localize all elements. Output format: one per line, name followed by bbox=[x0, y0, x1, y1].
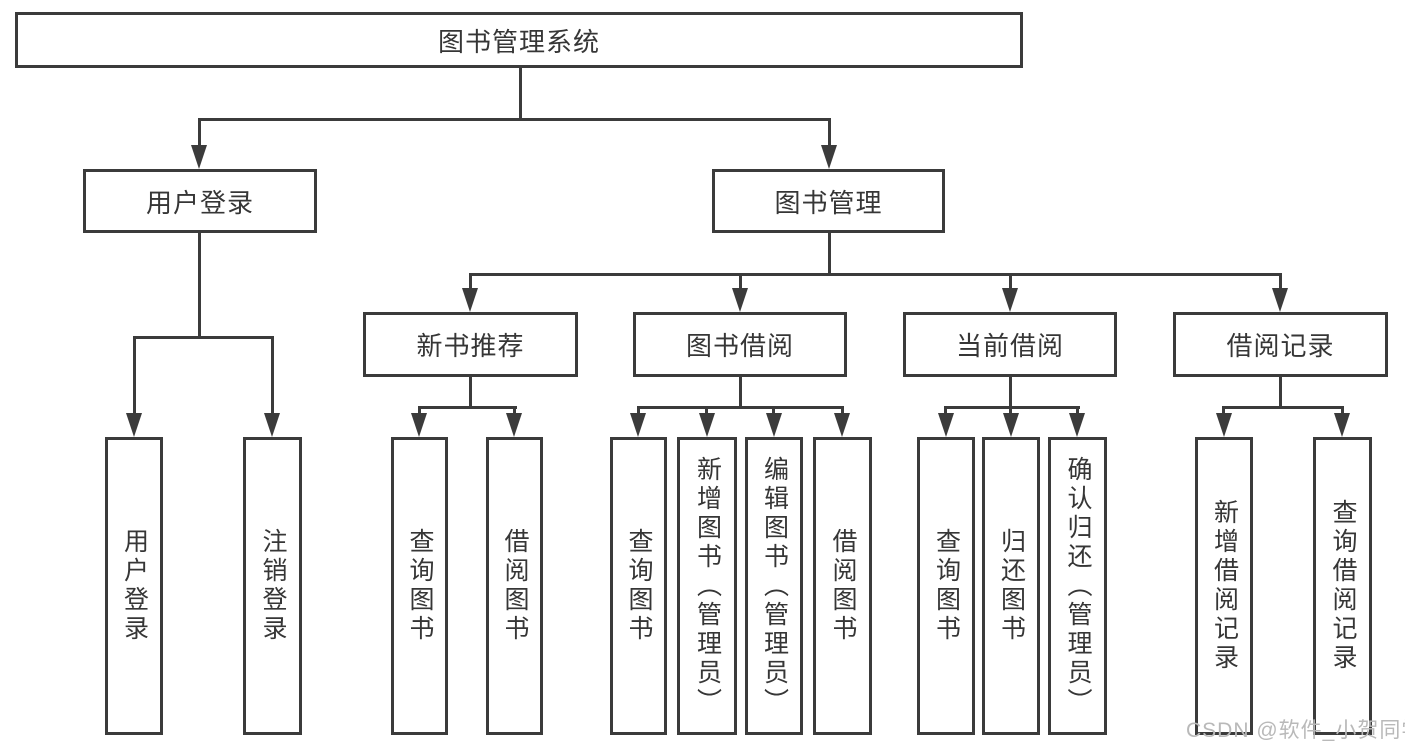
connector-line bbox=[513, 406, 516, 416]
connector-line bbox=[1009, 406, 1012, 416]
connector-line bbox=[418, 406, 421, 416]
connector-line bbox=[1009, 273, 1012, 290]
leaf-query-books-borrow: 查询图书 bbox=[610, 437, 667, 735]
arrow-down-icon bbox=[1069, 413, 1085, 437]
connector-line bbox=[1076, 406, 1079, 416]
connector-line bbox=[1341, 406, 1344, 416]
connector-line bbox=[418, 406, 517, 409]
connector-line bbox=[469, 273, 472, 290]
csdn-watermark: CSDN @软件_小贺同学 bbox=[1186, 719, 1405, 742]
connector-line bbox=[1222, 406, 1344, 409]
leaf-logout: 注销登录 bbox=[243, 437, 302, 735]
node-system-root: 图书管理系统 bbox=[15, 12, 1023, 68]
arrow-down-icon bbox=[1334, 413, 1350, 437]
node-new-book-recommend: 新书推荐 bbox=[363, 312, 578, 377]
connector-line bbox=[519, 67, 522, 118]
node-current-borrow: 当前借阅 bbox=[903, 312, 1117, 377]
leaf-query-borrow-record: 查询借阅记录 bbox=[1313, 437, 1372, 735]
arrow-down-icon bbox=[766, 413, 782, 437]
connector-line bbox=[1279, 377, 1282, 407]
arrow-down-icon bbox=[506, 413, 522, 437]
connector-line bbox=[469, 273, 1282, 276]
arrow-down-icon bbox=[699, 413, 715, 437]
connector-line bbox=[271, 336, 274, 416]
connector-line bbox=[772, 406, 775, 416]
connector-line bbox=[198, 118, 831, 121]
leaf-add-book-admin: 新增图书（管理员） bbox=[677, 437, 737, 735]
connector-line bbox=[1009, 377, 1012, 407]
node-book-management: 图书管理 bbox=[712, 169, 945, 233]
leaf-borrow-books-recommend: 借阅图书 bbox=[486, 437, 543, 735]
leaf-query-books-current: 查询图书 bbox=[917, 437, 975, 735]
node-user-login: 用户登录 bbox=[83, 169, 317, 233]
connector-line bbox=[637, 406, 640, 416]
leaf-return-books: 归还图书 bbox=[982, 437, 1040, 735]
arrow-down-icon bbox=[1002, 288, 1018, 312]
connector-line bbox=[1222, 406, 1225, 416]
leaf-add-borrow-record: 新增借阅记录 bbox=[1195, 437, 1253, 735]
leaf-query-books-recommend: 查询图书 bbox=[391, 437, 448, 735]
arrow-down-icon bbox=[821, 145, 837, 169]
connector-line bbox=[828, 233, 831, 275]
arrow-down-icon bbox=[834, 413, 850, 437]
connector-line bbox=[705, 406, 708, 416]
connector-line bbox=[1279, 273, 1282, 290]
connector-line bbox=[133, 336, 274, 339]
connector-line bbox=[198, 233, 201, 336]
arrow-down-icon bbox=[191, 145, 207, 169]
arrow-down-icon bbox=[732, 288, 748, 312]
arrow-down-icon bbox=[411, 413, 427, 437]
leaf-confirm-return-admin: 确认归还（管理员） bbox=[1048, 437, 1107, 735]
node-borrow-records: 借阅记录 bbox=[1173, 312, 1388, 377]
connector-line bbox=[133, 336, 136, 416]
arrow-down-icon bbox=[1272, 288, 1288, 312]
arrow-down-icon bbox=[126, 413, 142, 437]
connector-line bbox=[739, 377, 742, 407]
connector-line bbox=[944, 406, 947, 416]
arrow-down-icon bbox=[1216, 413, 1232, 437]
arrow-down-icon bbox=[264, 413, 280, 437]
leaf-borrow-books: 借阅图书 bbox=[813, 437, 872, 735]
connector-line bbox=[469, 377, 472, 407]
leaf-user-login: 用户登录 bbox=[105, 437, 163, 735]
leaf-edit-book-admin: 编辑图书（管理员） bbox=[745, 437, 803, 735]
arrow-down-icon bbox=[630, 413, 646, 437]
arrow-down-icon bbox=[462, 288, 478, 312]
connector-line bbox=[841, 406, 844, 416]
connector-line bbox=[198, 118, 201, 148]
node-book-borrow: 图书借阅 bbox=[633, 312, 847, 377]
arrow-down-icon bbox=[1003, 413, 1019, 437]
connector-line bbox=[637, 406, 844, 409]
connector-line bbox=[828, 118, 831, 148]
connector-line bbox=[944, 406, 1080, 409]
connector-line bbox=[739, 273, 742, 290]
arrow-down-icon bbox=[938, 413, 954, 437]
